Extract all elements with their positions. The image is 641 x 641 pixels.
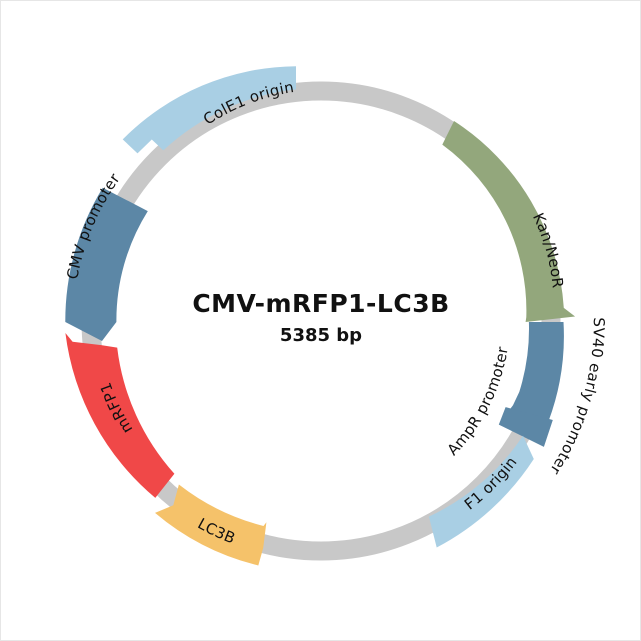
cole1-origin-arc[interactable] [122,66,296,154]
plasmid-name: CMV-mRFP1-LC3B [192,289,449,318]
kan-neor-arc[interactable] [442,121,576,322]
ampr-promoter-arc[interactable] [498,407,553,447]
feature-kan[interactable]: Kan/NeoR [442,121,576,322]
sv40-early-promoter-arc[interactable] [501,322,564,428]
plasmid-length: 5385 bp [280,325,362,346]
f1-origin-arc[interactable] [428,435,534,548]
lc3b-arc[interactable] [155,484,267,566]
mrfp1-arc[interactable] [65,333,175,498]
feature-lc3b[interactable]: LC3B [155,484,267,566]
feature-cole1[interactable]: ColE1 origin [122,66,296,154]
cmv-promoter-arc[interactable] [65,187,148,341]
feature-label-ampr: AmpR promoter [444,345,512,459]
feature-mrfp1[interactable]: mRFP1 [65,333,175,498]
feature-f1[interactable]: F1 origin [428,435,534,548]
